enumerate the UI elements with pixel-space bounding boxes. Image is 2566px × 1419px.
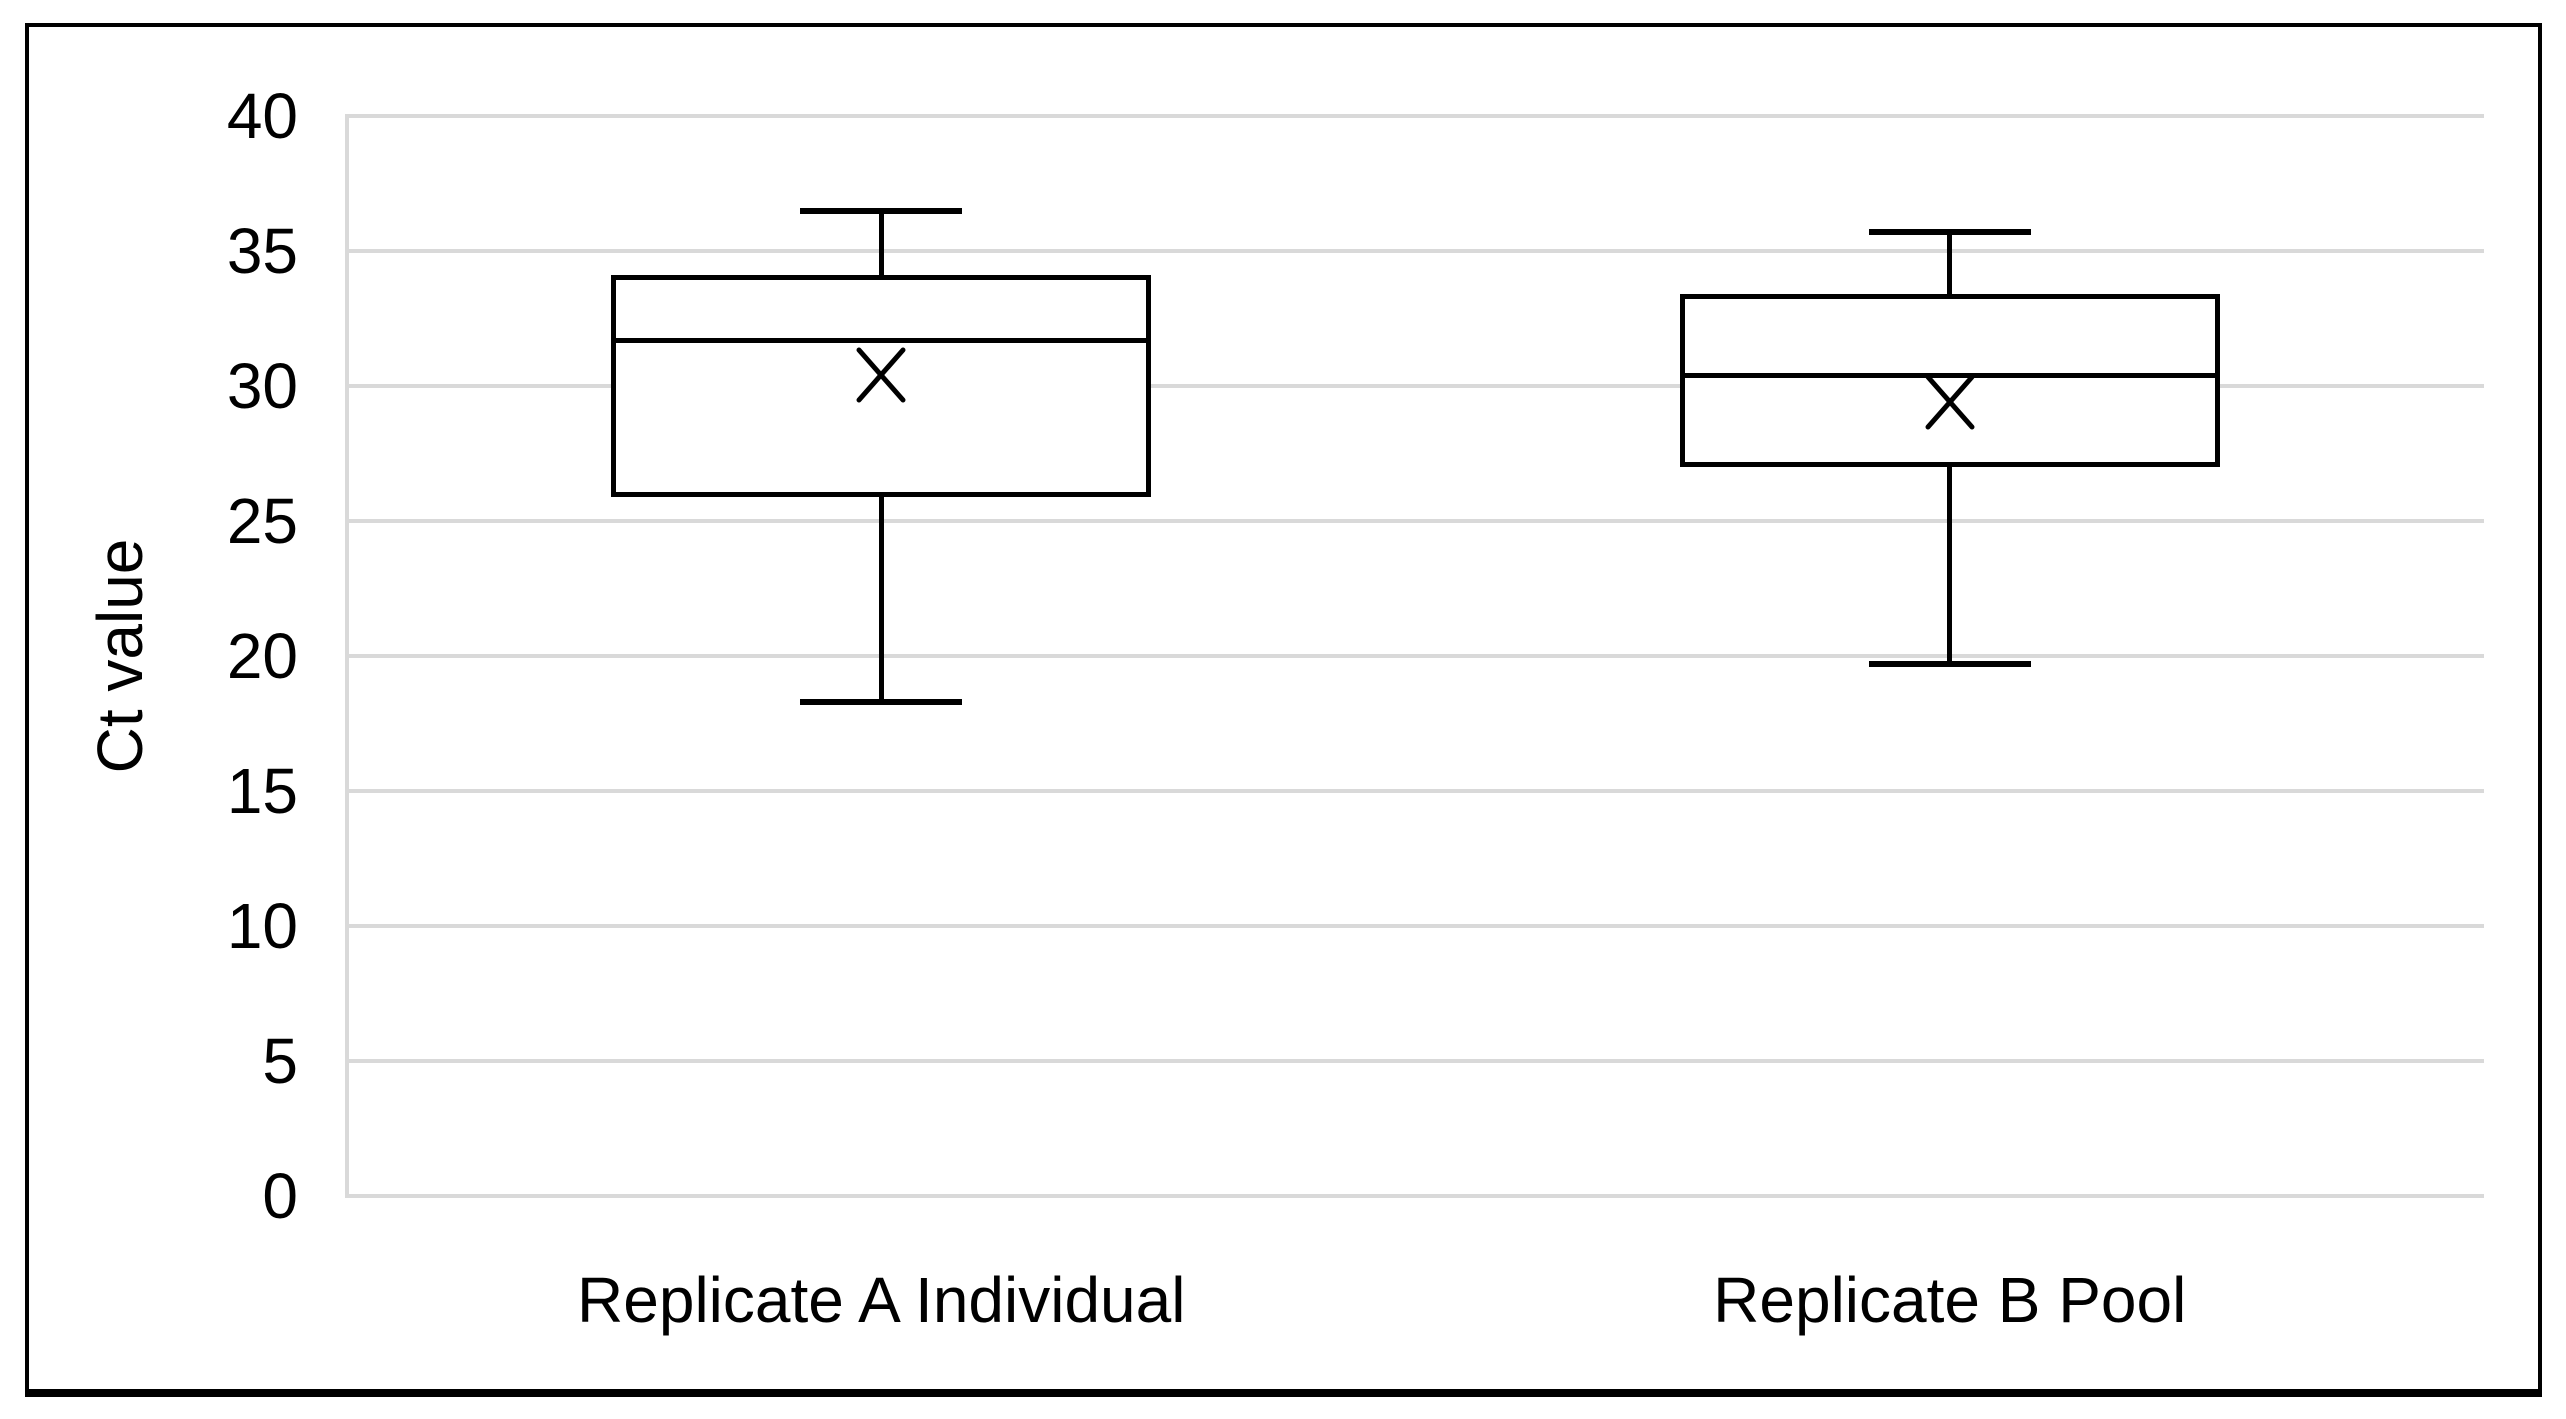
gridline-30 bbox=[347, 384, 2484, 388]
whisker-upper-cap-replicate-a-individual bbox=[800, 207, 963, 214]
y-tick-label-40: 40 bbox=[226, 80, 298, 152]
y-tick-label-25: 25 bbox=[226, 485, 298, 557]
gridline-35 bbox=[347, 249, 2484, 253]
y-tick-label-10: 10 bbox=[226, 890, 298, 962]
category-label-replicate-a-individual: Replicate A Individual bbox=[577, 1264, 1186, 1336]
y-tick-label-0: 0 bbox=[262, 1160, 298, 1232]
iqr-box-replicate-a-individual bbox=[611, 275, 1152, 497]
gridline-10 bbox=[347, 924, 2484, 928]
y-tick-label-30: 30 bbox=[226, 350, 298, 422]
y-tick-label-15: 15 bbox=[226, 755, 298, 827]
gridline-25 bbox=[347, 519, 2484, 523]
whisker-lower-stem-replicate-b-pool bbox=[1947, 467, 1953, 665]
whisker-lower-cap-replicate-b-pool bbox=[1868, 661, 2031, 668]
whisker-lower-cap-replicate-a-individual bbox=[800, 698, 963, 705]
gridline-5 bbox=[347, 1059, 2484, 1063]
category-label-replicate-b-pool: Replicate B Pool bbox=[1713, 1264, 2187, 1336]
median-line-replicate-a-individual bbox=[611, 337, 1152, 343]
mean-x-marker-replicate-a-individual bbox=[856, 347, 906, 403]
whisker-lower-stem-replicate-a-individual bbox=[878, 496, 884, 702]
whisker-upper-stem-replicate-a-individual bbox=[878, 210, 884, 276]
y-tick-label-35: 35 bbox=[226, 215, 298, 287]
y-tick-label-20: 20 bbox=[226, 620, 298, 692]
gridline-20 bbox=[347, 654, 2484, 658]
gridline-40 bbox=[347, 114, 2484, 118]
whisker-upper-cap-replicate-b-pool bbox=[1868, 229, 2031, 236]
mean-x-marker-replicate-b-pool bbox=[1925, 374, 1975, 430]
iqr-box-replicate-b-pool bbox=[1679, 294, 2220, 467]
gridline-15 bbox=[347, 789, 2484, 793]
gridline-0 bbox=[347, 1194, 2484, 1198]
y-tick-label-5: 5 bbox=[262, 1025, 298, 1097]
whisker-upper-stem-replicate-b-pool bbox=[1947, 232, 1953, 295]
median-line-replicate-b-pool bbox=[1679, 372, 2220, 378]
y-axis-line bbox=[345, 114, 349, 1198]
